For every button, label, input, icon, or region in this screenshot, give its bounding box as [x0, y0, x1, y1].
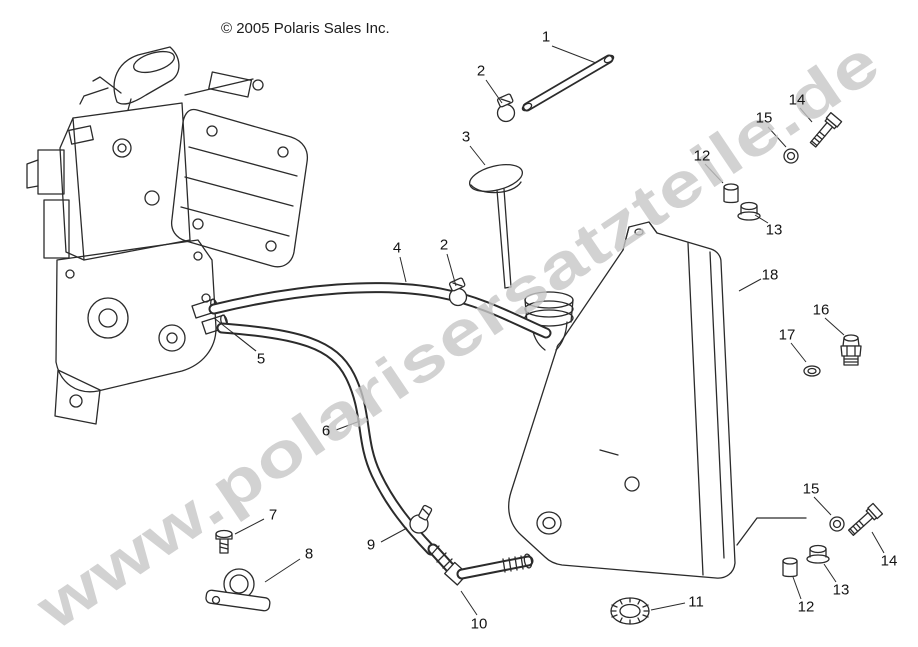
hose-clamp-2-top	[496, 93, 516, 123]
flange-bolt-14-bottom	[847, 502, 884, 536]
flange-bolt-14-top	[809, 112, 843, 148]
washer-15-bottom	[829, 516, 845, 532]
washer-17	[803, 365, 821, 377]
oil-hose-upper	[208, 282, 552, 339]
engine-assembly	[26, 46, 309, 425]
leader-lines	[213, 45, 885, 616]
washer-15-top	[783, 148, 799, 164]
grommet-13-top	[737, 201, 761, 221]
rubber-p-clamp-8	[205, 568, 271, 612]
fitting-16	[840, 334, 862, 366]
spacer-12-bottom	[782, 557, 798, 578]
spacer-12-top	[723, 183, 739, 204]
mount-tab-line	[736, 517, 807, 546]
mount-bolt-7	[215, 529, 233, 554]
oil-cap-11	[610, 597, 650, 625]
watermark-text: www.polarisersatzteile.de	[24, 27, 893, 644]
hose-clamp-9	[409, 504, 433, 534]
oil-hose-lower	[216, 322, 437, 556]
grommet-13-bottom	[806, 544, 830, 564]
vent-tube	[521, 54, 615, 112]
elbow-fitting-10	[427, 543, 534, 586]
dipstick	[468, 163, 524, 289]
hose-clamp-2-mid	[448, 277, 468, 307]
oil-tank	[508, 221, 736, 579]
copyright-text: © 2005 Polaris Sales Inc.	[221, 20, 390, 37]
